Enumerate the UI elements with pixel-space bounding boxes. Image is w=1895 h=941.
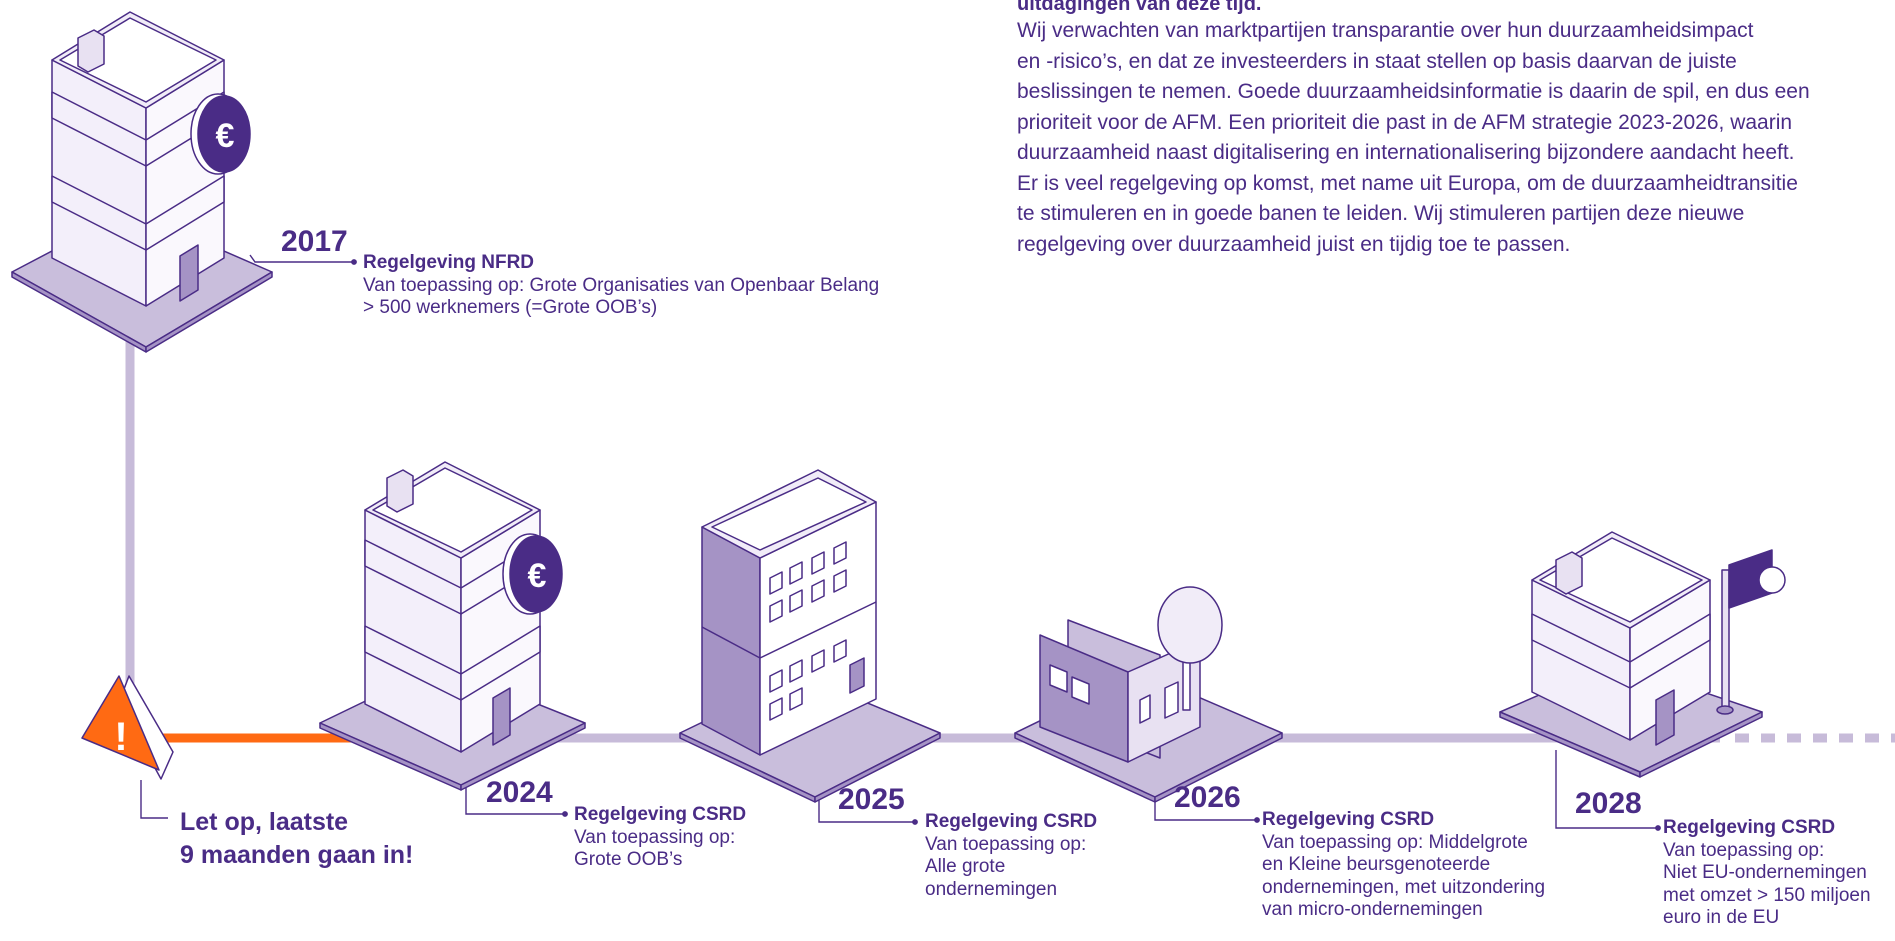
milestone-2028-text: Regelgeving CSRD Van toepassing op: Niet… [1663,817,1871,930]
year-label: 2017 [281,225,348,258]
building-2025-illustration [679,469,941,803]
intro-line: en -risico’s, en dat ze investeerders in… [1017,49,1737,73]
warning-line: Let op, laatste [180,808,349,836]
intro-line: Er is veel regelgeving op komst, met nam… [1017,171,1798,195]
milestone-line: ondernemingen [925,878,1058,900]
milestone-title: Regelgeving CSRD [925,811,1098,832]
connector-lines [140,254,1661,831]
milestone-2017-text: Regelgeving NFRD Van toepassing op: Grot… [363,252,879,320]
intro-heading: uitdagingen van deze tijd. [1017,0,1262,15]
milestone-line: Van toepassing op: Grote Organisaties va… [363,274,880,296]
building-2017-illustration [11,11,273,353]
milestone-line: van micro-ondernemingen [1262,899,1483,920]
milestone-line: ondernemingen, met uitzondering [1262,876,1546,898]
milestone-line: Grote OOB’s [574,849,683,870]
year-label: 2025 [838,783,905,816]
intro-line: regelgeving over duurzaamheid juist en t… [1017,232,1571,256]
milestone-line: Van toepassing op: [574,826,736,848]
year-label: 2024 [486,776,553,809]
year-label: 2028 [1575,787,1642,820]
intro-text: uitdagingen van deze tijd. Wij verwachte… [1017,0,1895,260]
milestone-title: Regelgeving CSRD [574,804,747,825]
building-2026-illustration [1014,586,1283,803]
warning-sign [81,675,174,780]
milestone-2025-text: Regelgeving CSRD Van toepassing op: Alle… [925,811,1097,901]
milestone-title: Regelgeving NFRD [363,252,535,273]
milestone-line: euro in de EU [1663,907,1780,928]
warning-message: Let op, laatste 9 maanden gaan in! [180,806,413,872]
milestone-line: Niet EU-ondernemingen [1663,862,1867,883]
building-2024-illustration [319,461,586,791]
intro-line: Wij verwachten van marktpartijen transpa… [1017,19,1754,42]
euro-icon: € [528,557,547,595]
milestone-line: Van toepassing op: Middelgrote [1262,831,1528,853]
milestone-2024-text: Regelgeving CSRD Van toepassing op: Grot… [574,804,746,872]
warning-line: 9 maanden gaan in! [180,841,414,869]
milestone-line: > 500 werknemers (=Grote OOB’s) [363,297,658,318]
milestone-title: Regelgeving CSRD [1663,817,1836,838]
milestone-line: met omzet > 150 miljoen [1663,884,1871,906]
warning-icon: ! [114,715,127,759]
intro-line: te stimuleren en in goede banen te leide… [1017,202,1745,225]
building-2028-illustration [1499,531,1786,778]
milestone-line: en Kleine beursgenoteerde [1262,854,1491,875]
milestone-line: Van toepassing op: [1663,839,1825,861]
milestone-title: Regelgeving CSRD [1262,809,1435,830]
milestone-line: Van toepassing op: [925,833,1087,855]
milestone-2026-text: Regelgeving CSRD Van toepassing op: Midd… [1262,809,1545,922]
euro-icon: € [216,117,235,155]
year-label: 2026 [1174,781,1241,814]
milestone-line: Alle grote [925,856,1006,877]
intro-line: prioriteit voor de AFM. Een prioriteit d… [1017,110,1793,134]
intro-line: duurzaamheid naast digitalisering en int… [1017,141,1795,164]
intro-line: beslissingen te nemen. Goede duurzaamhei… [1017,80,1810,103]
